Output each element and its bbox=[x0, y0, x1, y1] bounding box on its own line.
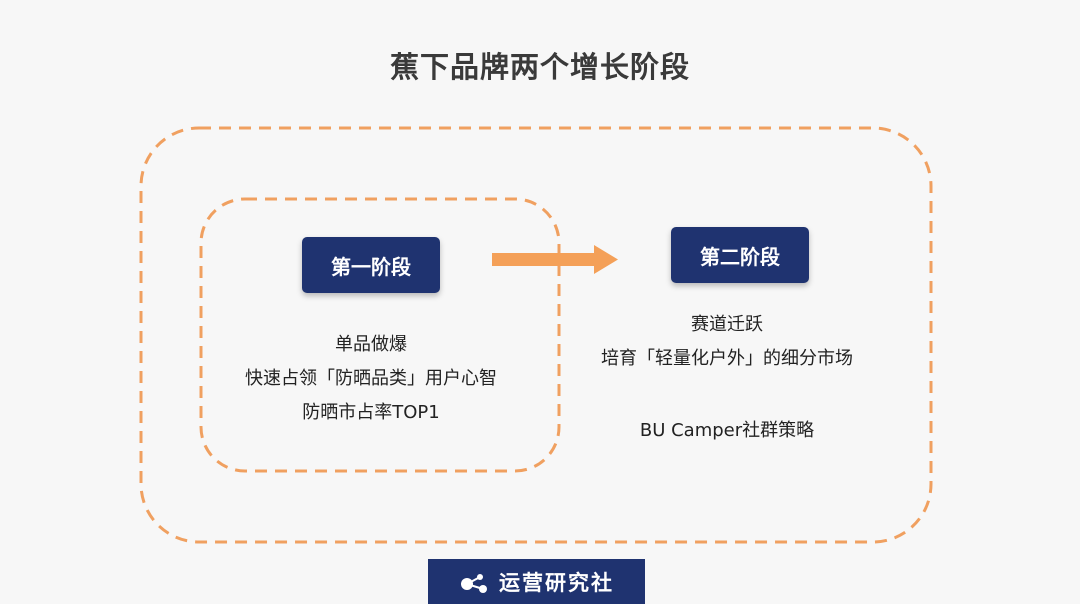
stage-one-line-3: 防晒市占率TOP1 bbox=[302, 402, 440, 423]
inner-dashed-boundary bbox=[199, 197, 561, 473]
stage-two-badge: 第二阶段 bbox=[671, 227, 809, 283]
stage-two-spacer bbox=[560, 376, 894, 414]
footer-logo-text: 运营研究社 bbox=[499, 570, 614, 595]
footer-logo: 运营研究社 bbox=[428, 559, 645, 604]
stage-one-line-1: 单品做爆 bbox=[335, 334, 407, 355]
stage-two-description: 赛道迁跃 培育「轻量化户外」的细分市场 BU Camper社群策略 bbox=[560, 308, 894, 448]
stage-one-line-2: 快速占领「防晒品类」用户心智 bbox=[245, 368, 497, 389]
connected-dots-logo-icon bbox=[461, 573, 487, 593]
stage-two-extra-line: BU Camper社群策略 bbox=[639, 420, 815, 441]
stage-two-line-2: 培育「轻量化户外」的细分市场 bbox=[601, 348, 853, 369]
stage-two-line-1: 赛道迁跃 bbox=[691, 314, 763, 335]
outer-dashed-boundary bbox=[139, 126, 933, 544]
stage-one-description: 单品做爆 快速占领「防晒品类」用户心智 防晒市占率TOP1 bbox=[206, 328, 536, 430]
right-arrow-icon bbox=[492, 245, 618, 274]
page-title: 蕉下品牌两个增长阶段 bbox=[389, 50, 690, 84]
stage-one-badge: 第一阶段 bbox=[302, 237, 440, 293]
